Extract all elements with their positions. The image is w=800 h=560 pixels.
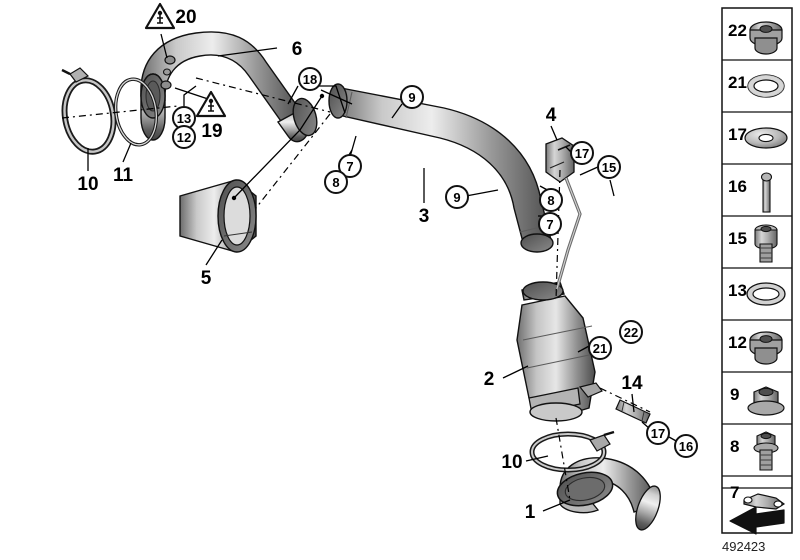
part-v-band-clamp-lower[interactable] [529, 430, 615, 473]
pipe6-outlet-bore [292, 97, 318, 137]
elbow-outlet [635, 485, 661, 531]
part-connector-sleeve[interactable] [179, 179, 257, 253]
leader-dot [319, 93, 325, 99]
legend-row-15[interactable] [722, 224, 792, 269]
sensor-boss-upper [164, 55, 176, 65]
flow-direction-arrow-icon [729, 506, 785, 535]
legend-row-22[interactable] [722, 21, 792, 61]
legend-row-9[interactable] [722, 386, 792, 425]
sensor-boss-lower [160, 80, 172, 90]
legend-row-12[interactable] [722, 331, 792, 373]
clamp-bolt-lower [589, 434, 611, 452]
clamp-bolt-upper [69, 67, 90, 83]
part-sensor-bracket[interactable] [545, 137, 575, 183]
converter-mount-lug [578, 382, 603, 398]
converter-inlet-bore [522, 281, 564, 301]
sensor-cable [554, 177, 582, 293]
legend-row-13[interactable] [722, 282, 792, 321]
pipe3-inlet-bore [328, 83, 348, 119]
legend-row-17[interactable] [722, 127, 792, 165]
legend-row-8[interactable] [722, 431, 792, 477]
legend-row-21[interactable] [722, 74, 792, 113]
leader-18 [233, 89, 353, 199]
parts-legend[interactable] [721, 7, 793, 535]
legend-row-16[interactable] [722, 172, 792, 217]
part-exhaust-elbow[interactable] [554, 457, 665, 533]
part-charge-air-pipe-upper[interactable] [140, 31, 321, 143]
legend-row-7[interactable] [722, 487, 792, 510]
leader-dot [231, 195, 237, 201]
pipe3-outlet-bore [520, 233, 554, 253]
legend-row-flow-arrow[interactable] [729, 506, 785, 535]
part-gasket-ring[interactable] [112, 77, 161, 148]
part-v-band-clamp-upper[interactable] [59, 67, 119, 156]
